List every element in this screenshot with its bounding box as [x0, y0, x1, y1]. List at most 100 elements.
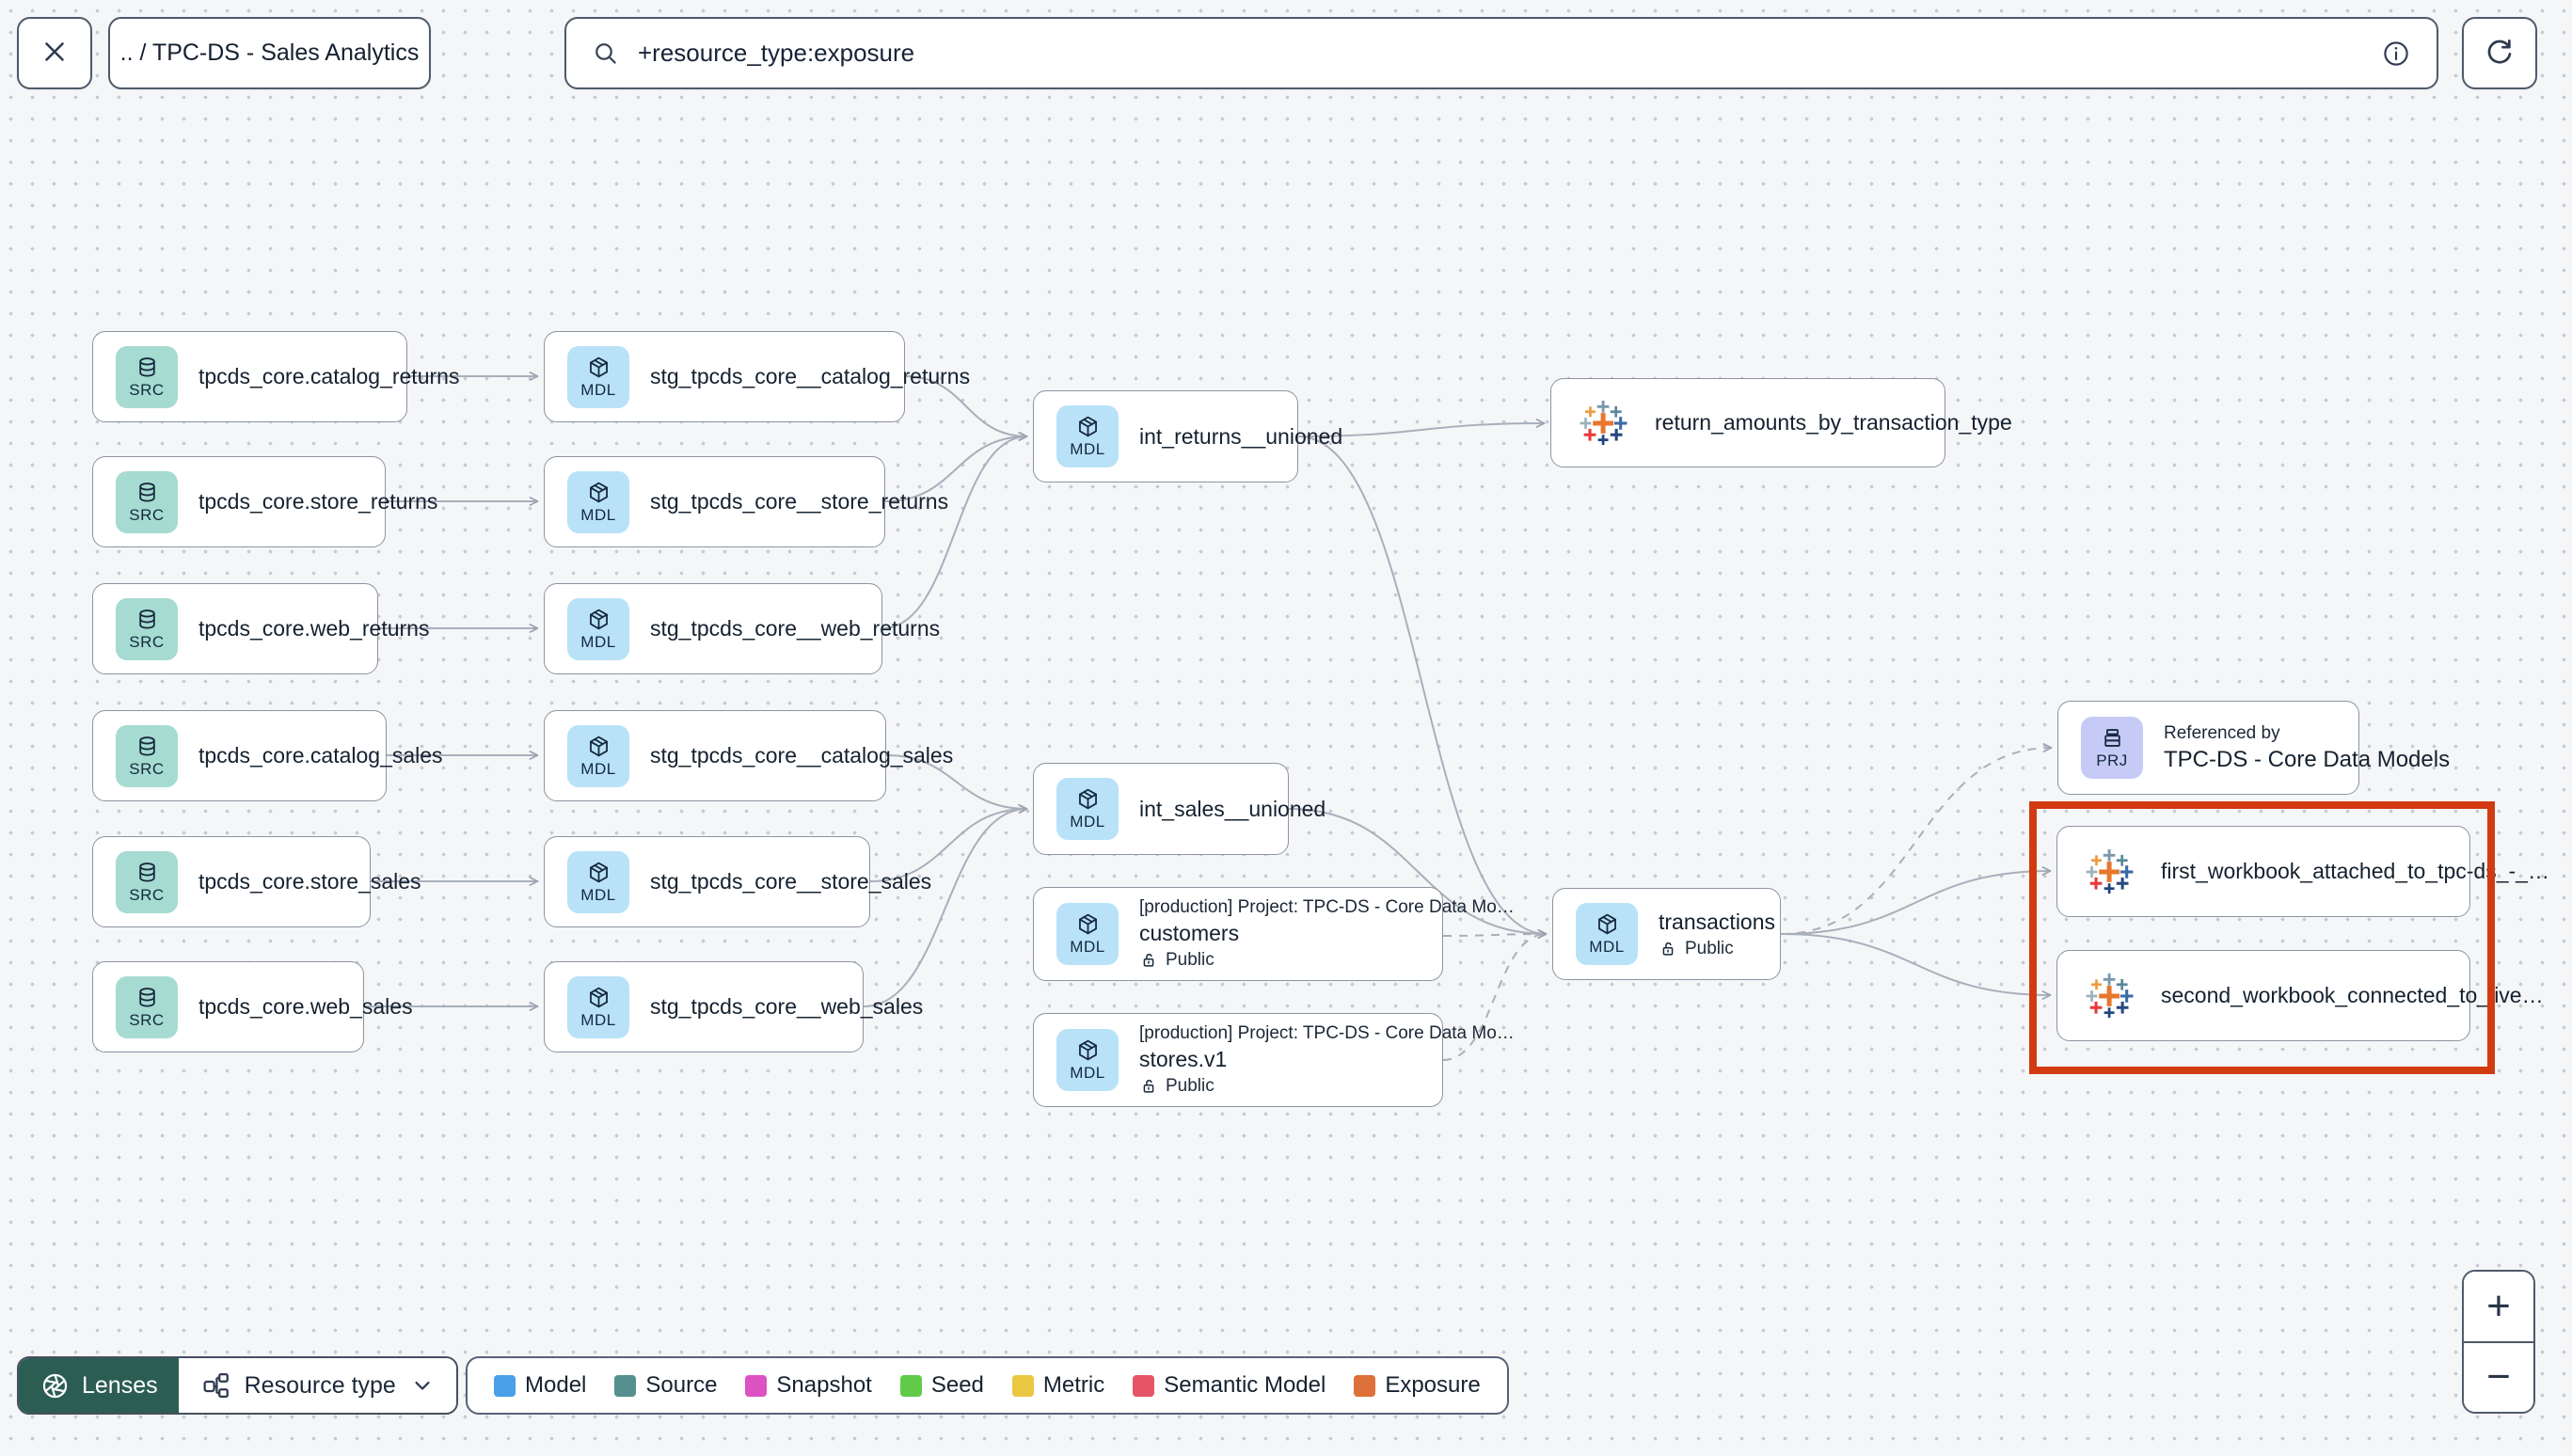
node-label: stg_tpcds_core__store_sales [650, 869, 932, 894]
tableau-icon [1574, 393, 1634, 453]
node-int-sales-unioned[interactable]: MDL int_sales__unioned [1033, 763, 1326, 855]
database-icon: SRC [116, 345, 178, 408]
legend-label: Semantic Model [1164, 1372, 1326, 1398]
close-button[interactable] [17, 17, 92, 89]
search-bar [564, 17, 2438, 89]
view-controls: Lenses Resource type [17, 1356, 458, 1415]
cube-icon: MDL [567, 345, 629, 408]
tableau-icon [2080, 966, 2140, 1026]
legend-swatch [614, 1374, 637, 1397]
legend-swatch [1011, 1374, 1034, 1397]
cube-icon: MDL [567, 850, 629, 913]
node-label: transactions [1659, 909, 1776, 934]
database-icon: SRC [116, 724, 178, 787]
resource-type-label: Resource type [244, 1371, 396, 1399]
legend-item-model: Model [494, 1372, 586, 1399]
node-label: TPC-DS - Core Data Models [2164, 746, 2451, 772]
node-label: customers [1139, 921, 1240, 945]
node-src-web-returns[interactable]: SRC tpcds_core.web_returns [92, 583, 430, 674]
refresh-icon [2483, 35, 2516, 71]
node-stg-web-returns[interactable]: MDL stg_tpcds_core__web_returns [544, 583, 941, 674]
node-src-store-sales[interactable]: SRC tpcds_core.store_sales [92, 836, 421, 927]
node-stg-store-sales[interactable]: MDL stg_tpcds_core__store_sales [544, 836, 932, 927]
node-label: stores.v1 [1139, 1047, 1228, 1071]
node-exposure-second-workbook[interactable]: second_workbook_connected_to_live… [2056, 950, 2544, 1041]
node-transactions[interactable]: MDL transactions Public [1552, 888, 1781, 980]
node-stg-catalog-returns[interactable]: MDL stg_tpcds_core__catalog_returns [544, 331, 971, 422]
node-label: int_returns__unioned [1139, 423, 1343, 449]
node-label: stg_tpcds_core__web_returns [650, 616, 941, 641]
breadcrumb[interactable]: .. / TPC-DS - Sales Analytics [108, 17, 431, 89]
resource-type-icon [199, 1369, 231, 1401]
zoom-out-button[interactable]: − [2464, 1342, 2533, 1412]
node-label: stg_tpcds_core__catalog_sales [650, 743, 954, 768]
chevron-down-icon [409, 1372, 436, 1399]
node-label: first_workbook_attached_to_tpc-ds_-_… [2161, 859, 2549, 883]
node-stg-catalog-sales[interactable]: MDL stg_tpcds_core__catalog_sales [544, 710, 954, 801]
node-stg-web-sales[interactable]: MDL stg_tpcds_core__web_sales [544, 961, 924, 1052]
zoom-controls: + − [2462, 1270, 2535, 1414]
resource-type-button[interactable]: Resource type [178, 1358, 456, 1413]
cube-icon: MDL [567, 597, 629, 660]
database-icon: SRC [116, 470, 178, 533]
node-label: int_sales__unioned [1139, 796, 1326, 821]
legend-swatch [1133, 1374, 1155, 1397]
cube-icon: MDL [1576, 903, 1638, 965]
close-icon [39, 36, 71, 71]
node-subtitle: Referenced by [2164, 722, 2280, 743]
node-label: stg_tpcds_core__catalog_returns [650, 364, 971, 388]
legend-swatch [1354, 1374, 1376, 1397]
legend-label: Seed [930, 1372, 984, 1398]
node-label: stg_tpcds_core__web_sales [650, 994, 924, 1019]
access-badge: Public [1659, 939, 1757, 959]
node-referenced-by-project[interactable]: PRJ Referenced by TPC-DS - Core Data Model… [2057, 701, 2451, 795]
cube-icon: MDL [1056, 778, 1119, 840]
node-label: tpcds_core.store_sales [198, 869, 421, 894]
node-label: tpcds_core.web_returns [198, 616, 430, 641]
legend-item-snapshot: Snapshot [745, 1372, 872, 1399]
database-icon: SRC [116, 597, 178, 660]
node-customers[interactable]: MDL [production] Project: TPC-DS - Core D… [1033, 887, 1515, 981]
lock-open-icon [1139, 951, 1158, 970]
legend-label: Source [645, 1372, 718, 1398]
node-label: return_amounts_by_transaction_type [1655, 410, 2012, 435]
node-subtitle: [production] Project: TPC-DS - Core Data… [1139, 1023, 1515, 1043]
legend-item-metric: Metric [1011, 1372, 1105, 1399]
node-subtitle: [production] Project: TPC-DS - Core Data… [1139, 897, 1515, 917]
node-src-store-returns[interactable]: SRC tpcds_core.store_returns [92, 456, 438, 547]
refresh-button[interactable] [2462, 17, 2537, 89]
node-exposure-first-workbook[interactable]: first_workbook_attached_to_tpc-ds_-_… [2056, 826, 2549, 917]
legend-swatch [899, 1374, 922, 1397]
search-icon [591, 39, 621, 69]
cube-icon: MDL [1056, 1029, 1119, 1091]
zoom-in-button[interactable]: + [2464, 1272, 2533, 1343]
lenses-button[interactable]: Lenses [19, 1358, 179, 1413]
legend-label: Metric [1042, 1372, 1105, 1398]
database-icon: SRC [116, 850, 178, 913]
node-label: tpcds_core.catalog_returns [198, 364, 460, 388]
node-stores-v1[interactable]: MDL [production] Project: TPC-DS - Core D… [1033, 1013, 1515, 1107]
cube-icon: MDL [567, 470, 629, 533]
breadcrumb-label: .. / TPC-DS - Sales Analytics [119, 40, 420, 66]
aperture-icon [40, 1370, 71, 1401]
database-icon: SRC [116, 975, 178, 1038]
node-label: tpcds_core.store_returns [198, 489, 438, 514]
search-input[interactable] [636, 38, 2365, 69]
legend-label: Snapshot [776, 1372, 872, 1398]
node-src-catalog-returns[interactable]: SRC tpcds_core.catalog_returns [92, 331, 460, 422]
cube-icon: MDL [567, 724, 629, 787]
cube-icon: MDL [1056, 903, 1119, 965]
lock-open-icon [1659, 940, 1677, 958]
legend-label: Model [525, 1372, 587, 1398]
node-exposure-return-amounts[interactable]: return_amounts_by_transaction_type [1550, 378, 2012, 467]
cube-icon: MDL [567, 975, 629, 1038]
project-icon: PRJ [2081, 717, 2143, 779]
tableau-icon [2080, 842, 2140, 902]
legend-swatch [494, 1374, 516, 1397]
info-icon[interactable] [2380, 38, 2412, 70]
